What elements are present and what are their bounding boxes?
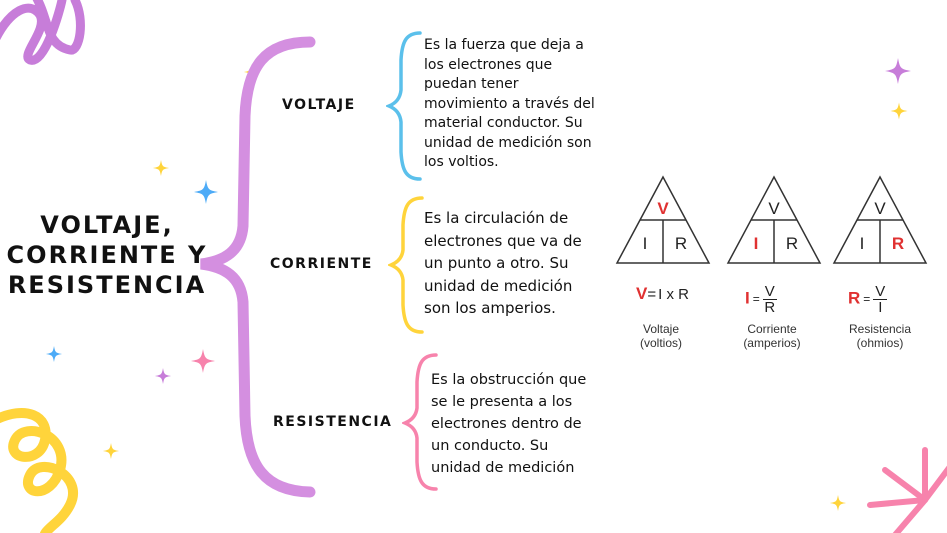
triangle-label-left: I [860, 234, 865, 253]
sparkle-icon [155, 368, 171, 384]
triangle-label-top: V [768, 199, 780, 218]
decor-squiggle-bottom-left [0, 407, 78, 533]
page-title: VOLTAJE, CORRIENTE Y RESISTENCIA [4, 210, 210, 300]
ohm-triangle: VI R [726, 175, 822, 264]
ohm-formula: V=I x R [636, 284, 689, 304]
triangle-label-top: V [874, 199, 886, 218]
formula-lhs: I [745, 288, 750, 308]
ohm-caption: Voltaje(voltios) [606, 322, 716, 350]
title-line-3: RESISTENCIA [7, 271, 207, 299]
decor-squiggle-top-left [0, 0, 85, 65]
branch-term-corriente: CORRIENTE [270, 256, 373, 272]
sparkle-icon [103, 443, 119, 459]
branch-brace-voltaje [386, 31, 422, 181]
formula-lhs: V [636, 284, 648, 303]
main-brace [200, 36, 316, 498]
ohm-caption: Resistencia(ohmios) [825, 322, 935, 350]
title-line-1: VOLTAJE, [40, 211, 174, 239]
branch-brace-corriente [388, 196, 424, 334]
sparkle-icon [890, 102, 908, 120]
triangle-label-left: I [754, 234, 759, 253]
formula-rhs: I x R [658, 286, 689, 303]
branch-description-resistencia: Es la obstrucción que se le presenta a l… [431, 372, 587, 476]
formula-lhs: R [848, 288, 861, 308]
sparkle-icon [46, 346, 62, 362]
triangle-label-top: V [657, 199, 669, 218]
sparkle-icon [830, 495, 846, 511]
title-line-2: CORRIENTE Y [6, 241, 208, 269]
fraction-numerator: V [873, 283, 888, 300]
caption-name: Voltaje [642, 322, 680, 336]
formula-equals: = [647, 286, 657, 303]
branch-brace-resistencia [402, 353, 438, 491]
triangle-label-right: R [675, 234, 687, 253]
ohm-triangle: VI R [832, 175, 928, 264]
ohm-caption: Corriente(amperios) [717, 322, 827, 350]
triangle-label-right: R [892, 234, 904, 253]
caption-name: Resistencia [848, 322, 912, 336]
sparkle-icon [885, 58, 911, 84]
triangle-label-left: I [643, 234, 648, 253]
caption-unit: (ohmios) [856, 336, 904, 350]
formula-equals: = [752, 292, 760, 307]
caption-unit: (amperios) [743, 336, 801, 350]
branch-description-voltaje: Es la fuerza que deja a los electrones q… [424, 37, 595, 170]
formula-equals: = [863, 292, 871, 307]
caption-unit: (voltios) [639, 336, 682, 350]
ohm-triangle: VI R [615, 175, 711, 264]
caption-name: Corriente [747, 322, 797, 336]
sparkle-icon [153, 160, 169, 176]
fraction-numerator: V [762, 283, 777, 300]
branch-term-resistencia: RESISTENCIA [273, 414, 393, 430]
triangle-label-right: R [786, 234, 798, 253]
branch-description-corriente: Es la circulación de electrones que va d… [424, 209, 582, 317]
fraction-denominator: R [764, 299, 776, 316]
fraction-denominator: I [878, 299, 883, 316]
decor-starburst-bottom-right [867, 447, 947, 533]
branch-term-voltaje: VOLTAJE [282, 97, 356, 113]
